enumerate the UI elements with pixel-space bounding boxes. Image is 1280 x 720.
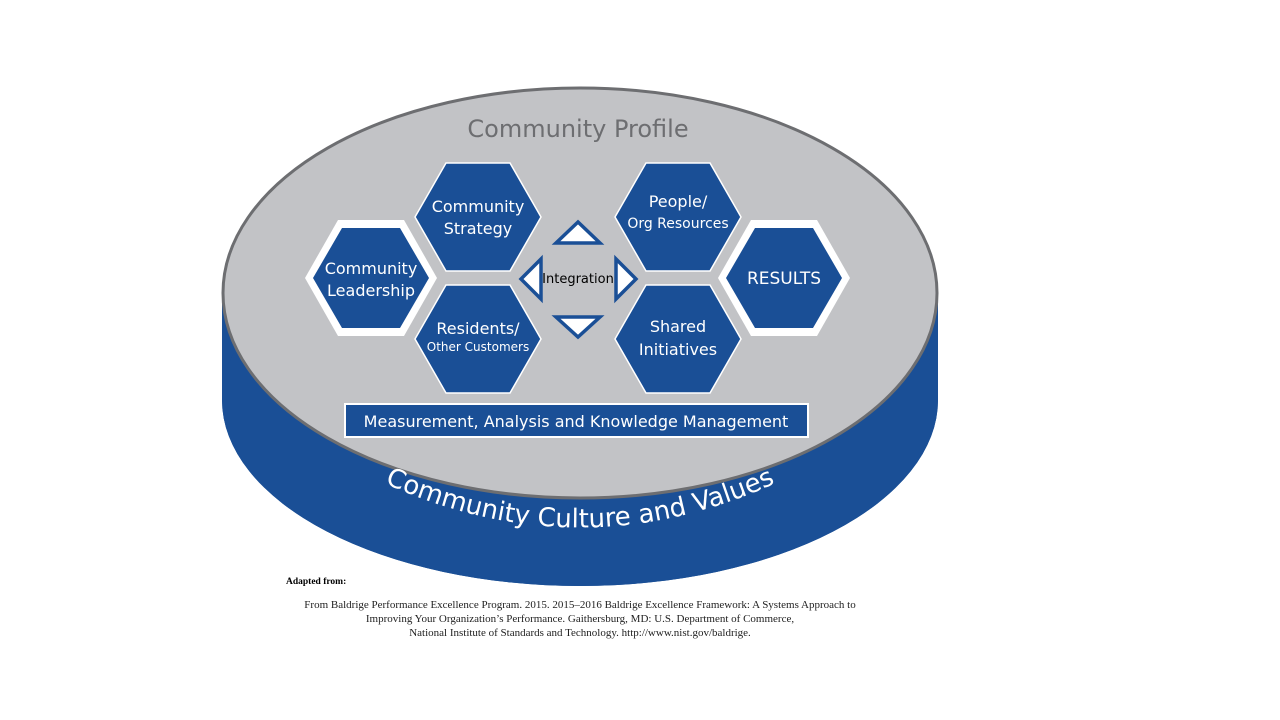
strategy-line-1: Community — [432, 197, 525, 216]
shared-line-1: Shared — [650, 317, 706, 336]
hex-community-strategy: Community Strategy — [414, 162, 542, 272]
adapted-from-label: Adapted from: — [286, 577, 347, 587]
measurement-bar: Measurement, Analysis and Knowledge Mana… — [344, 403, 809, 438]
hex-results: RESULTS — [718, 220, 850, 336]
leadership-line-2: Leadership — [327, 281, 415, 300]
hex-shared-initiatives: Shared Initiatives — [614, 284, 742, 394]
shared-line-2: Initiatives — [639, 340, 717, 359]
integration-label: Integration — [542, 272, 614, 287]
arrow-right-icon — [614, 254, 639, 304]
leadership-line-1: Community — [325, 259, 418, 278]
hex-community-leadership: Community Leadership — [305, 220, 437, 336]
strategy-line-2: Strategy — [444, 219, 513, 238]
residents-line-2: Other Customers — [427, 340, 529, 354]
results-label: RESULTS — [747, 269, 821, 289]
arrow-up-icon — [551, 219, 605, 245]
citation-line-3: National Institute of Standards and Tech… — [409, 627, 751, 639]
profile-ellipse — [221, 86, 939, 500]
people-line-2: Org Resources — [627, 216, 728, 232]
community-profile-label: Community Profile — [467, 115, 688, 143]
integration-arrows: Integration — [518, 219, 639, 340]
arrow-down-icon — [551, 315, 605, 340]
measurement-label: Measurement, Analysis and Knowledge Mana… — [364, 412, 789, 431]
people-line-1: People/ — [649, 192, 708, 211]
citation-line-2: Improving Your Organization’s Performanc… — [365, 613, 795, 625]
hex-residents: Residents/ Other Customers — [414, 284, 542, 394]
arrow-left-icon — [518, 254, 543, 304]
residents-line-1: Residents/ — [436, 319, 520, 338]
citation-line-1: From Baldrige Performance Excellence Pro… — [304, 599, 856, 611]
hex-people-resources: People/ Org Resources — [614, 162, 742, 272]
